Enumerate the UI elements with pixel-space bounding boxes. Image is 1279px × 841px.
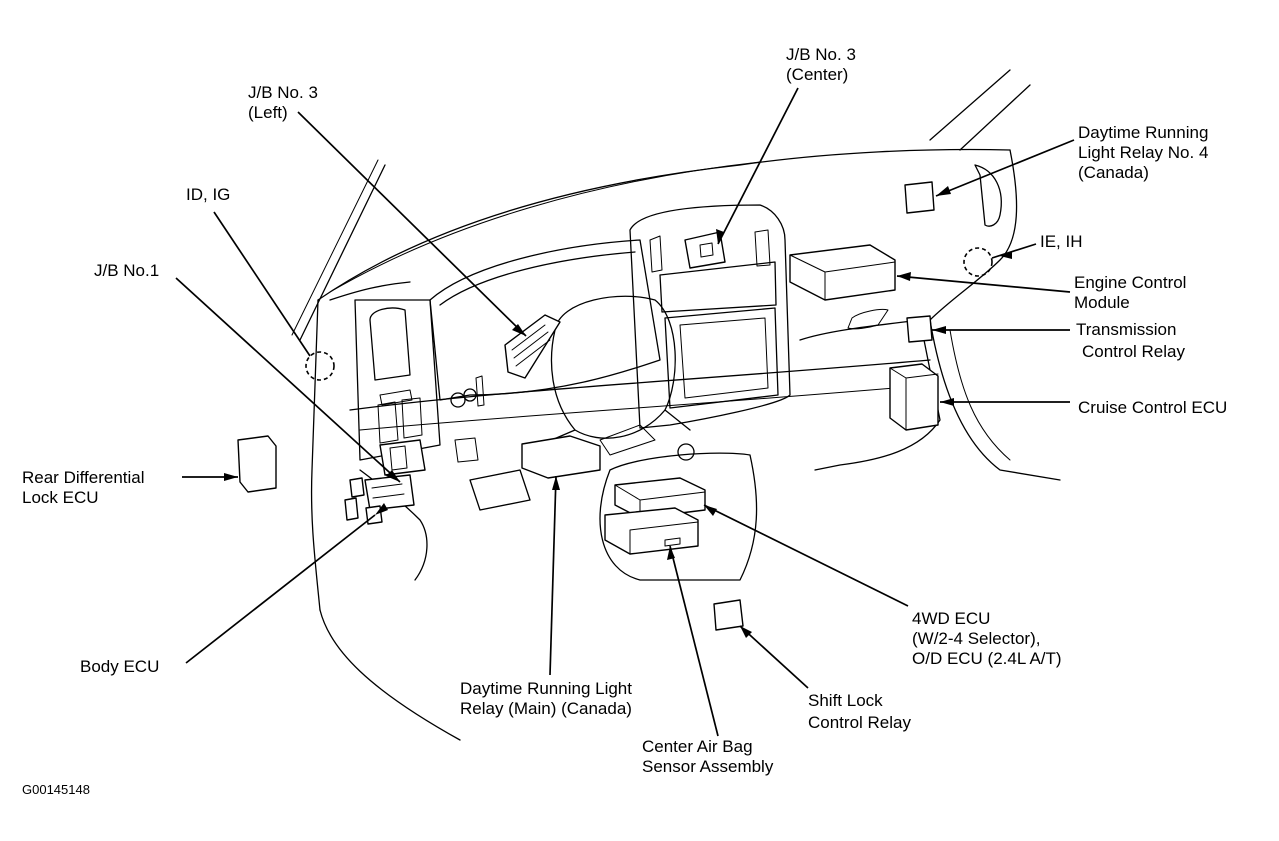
shift-lock-relay-component [713,599,744,631]
label-cruise-ecu: Cruise Control ECU [1078,398,1227,417]
ecm-component [789,244,896,301]
label-ie-ih: IE, IH [1040,232,1083,251]
label-jb3-center: J/B No. 3 (Center) [786,45,861,84]
cruise-ecu-component [889,363,939,431]
rear-diff-ecu-component [237,435,277,493]
label-jb3-left: J/B No. 3 (Left) [248,83,323,122]
components [237,181,993,631]
label-shift-lock-relay: Shift Lock Control Relay [808,691,911,732]
jb3-left-component [504,314,561,379]
label-4wd-ecu: 4WD ECU (W/2-4 Selector), O/D ECU (2.4L … [912,609,1062,668]
arrowheads [224,186,1012,638]
figure-code: G00145148 [22,782,90,797]
drl-main-component [521,435,601,479]
label-ecm: Engine Control Module [1074,273,1191,312]
airbag-sensor-component [604,507,699,555]
id-ig-connector [305,351,335,381]
label-rear-diff-ecu: Rear Differential Lock ECU [22,468,149,507]
label-body-ecu: Body ECU [80,657,159,676]
label-id-ig: ID, IG [186,185,230,204]
label-drl-relay-4: Daytime Running Light Relay No. 4 (Canad… [1078,123,1213,182]
dashboard-drawing [291,69,1061,741]
jb1-cluster [344,439,426,525]
trans-relay-component [906,315,933,343]
label-jb1: J/B No.1 [94,261,159,280]
label-airbag-sensor: Center Air Bag Sensor Assembly [642,737,774,776]
drl-relay-4-component [904,181,935,214]
label-trans-relay: Transmission Control Relay [1076,320,1185,361]
label-drl-main: Daytime Running Light Relay (Main) (Cana… [460,679,637,718]
jb3-center-component [684,231,726,269]
ie-ih-connector [963,247,993,277]
labels: J/B No. 3 (Left) J/B No. 3 (Center) Dayt… [22,45,1227,797]
leader-lines [175,87,1075,737]
